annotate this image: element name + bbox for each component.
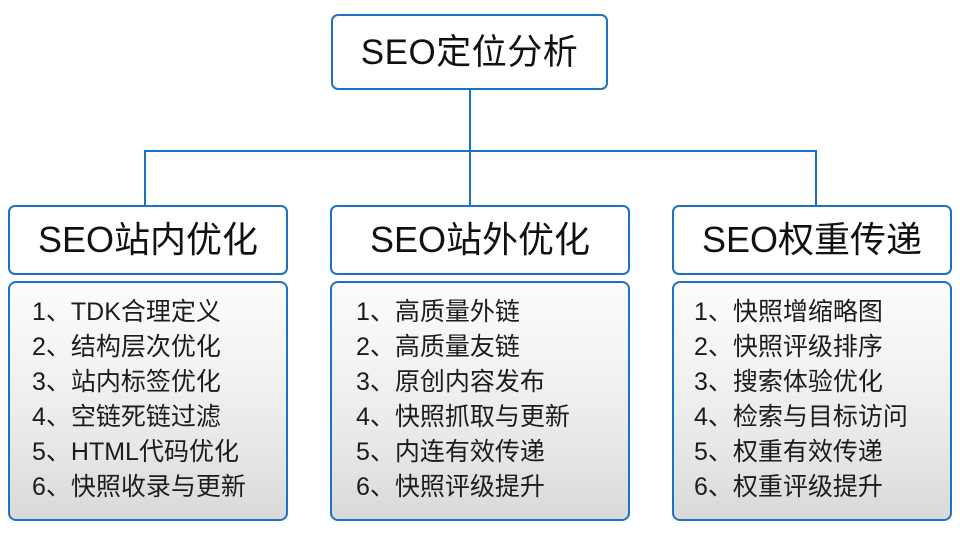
connector-drop-branch-3 xyxy=(815,150,817,206)
list-item: 4、检索与目标访问 xyxy=(694,403,908,431)
branch-body-1: 1、TDK合理定义 2、结构层次优化 3、站内标签优化 4、空链死链过滤 5、H… xyxy=(8,281,288,521)
branch-header-label-1: SEO站内优化 xyxy=(37,219,259,260)
branch-header-label-3: SEO权重传递 xyxy=(701,219,923,260)
list-item: 6、权重评级提升 xyxy=(694,473,883,501)
branch-body-2: 1、高质量外链 2、高质量友链 3、原创内容发布 4、快照抓取与更新 5、内连有… xyxy=(330,281,630,521)
branch-item-list-2: 1、高质量外链 2、高质量友链 3、原创内容发布 4、快照抓取与更新 5、内连有… xyxy=(332,295,628,505)
list-item: 2、高质量友链 xyxy=(356,333,520,361)
branch-item-list-3: 1、快照增缩略图 2、快照评级排序 3、搜索体验优化 4、检索与目标访问 5、权… xyxy=(674,295,950,505)
list-item: 3、原创内容发布 xyxy=(356,368,545,396)
list-item: 1、高质量外链 xyxy=(356,298,520,326)
list-item: 1、快照增缩略图 xyxy=(694,298,883,326)
list-item: 5、权重有效传递 xyxy=(694,438,883,466)
list-item: 3、站内标签优化 xyxy=(32,368,221,396)
connector-horizontal-bus xyxy=(144,150,817,152)
list-item: 5、内连有效传递 xyxy=(356,438,545,466)
connector-drop-branch-2 xyxy=(469,150,471,206)
branch-column-1: SEO站内优化 1、TDK合理定义 2、结构层次优化 3、站内标签优化 4、空链… xyxy=(8,205,288,521)
list-item: 3、搜索体验优化 xyxy=(694,368,883,396)
list-item: 6、快照评级提升 xyxy=(356,473,545,501)
root-node-label: SEO定位分析 xyxy=(360,32,579,72)
branch-header-2[interactable]: SEO站外优化 xyxy=(330,205,630,275)
list-item: 2、快照评级排序 xyxy=(694,333,883,361)
list-item: 4、空链死链过滤 xyxy=(32,403,221,431)
root-node[interactable]: SEO定位分析 xyxy=(331,14,608,90)
branch-column-2: SEO站外优化 1、高质量外链 2、高质量友链 3、原创内容发布 4、快照抓取与… xyxy=(330,205,630,521)
list-item: 4、快照抓取与更新 xyxy=(356,403,570,431)
branch-body-3: 1、快照增缩略图 2、快照评级排序 3、搜索体验优化 4、检索与目标访问 5、权… xyxy=(672,281,952,521)
connector-drop-branch-1 xyxy=(144,150,146,206)
branch-header-1[interactable]: SEO站内优化 xyxy=(8,205,288,275)
list-item: 6、快照收录与更新 xyxy=(32,473,246,501)
branch-header-label-2: SEO站外优化 xyxy=(369,219,591,260)
list-item: 1、TDK合理定义 xyxy=(32,298,221,326)
connector-trunk-vertical xyxy=(469,90,471,152)
branch-header-3[interactable]: SEO权重传递 xyxy=(672,205,952,275)
branch-column-3: SEO权重传递 1、快照增缩略图 2、快照评级排序 3、搜索体验优化 4、检索与… xyxy=(672,205,952,521)
list-item: 5、HTML代码优化 xyxy=(32,438,239,466)
branch-item-list-1: 1、TDK合理定义 2、结构层次优化 3、站内标签优化 4、空链死链过滤 5、H… xyxy=(10,295,286,505)
list-item: 2、结构层次优化 xyxy=(32,333,221,361)
